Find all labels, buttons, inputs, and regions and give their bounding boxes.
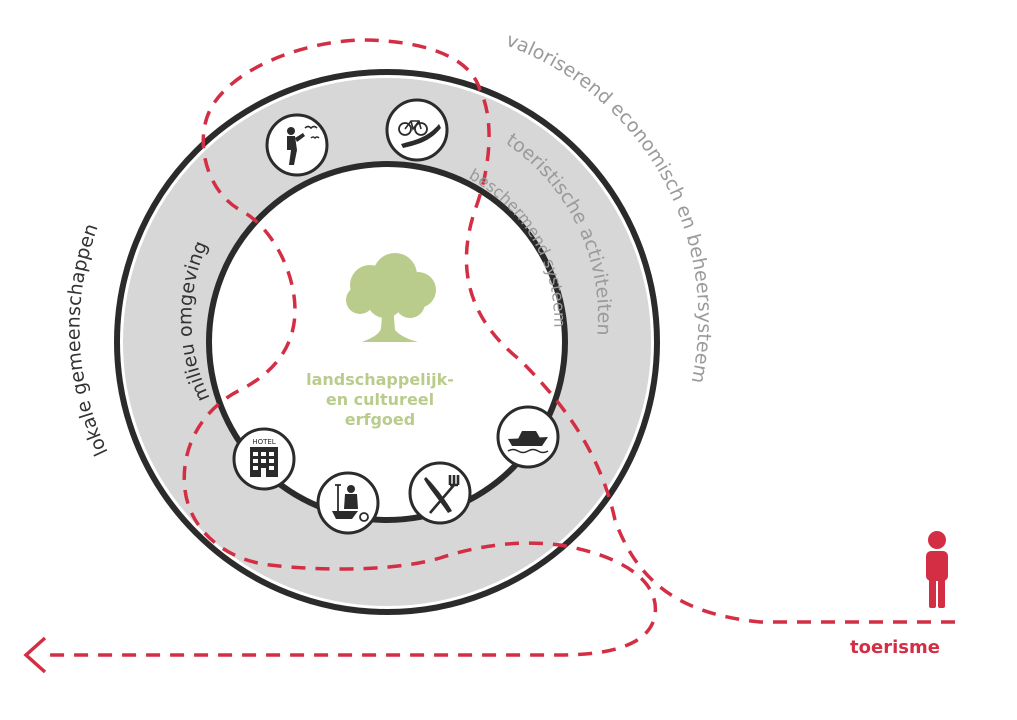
cycling-icon bbox=[385, 98, 449, 162]
tree-icon bbox=[346, 253, 436, 342]
farmer-icon bbox=[316, 471, 380, 535]
heritage-label-line2: en cultureel bbox=[326, 390, 434, 409]
boat-icon bbox=[496, 405, 560, 469]
heritage-label-line3: erfgoed bbox=[345, 410, 415, 429]
hotel-icon: HOTEL bbox=[232, 427, 296, 491]
birdwatching-icon bbox=[265, 113, 329, 177]
tourism-route bbox=[45, 38, 955, 657]
outer-ring-label: lokale gemeenschappen bbox=[62, 221, 112, 459]
route-arrowhead bbox=[23, 636, 47, 674]
heritage-label-line1: landschappelijk- bbox=[306, 370, 454, 389]
tourist-icon bbox=[926, 531, 948, 608]
outer-ring bbox=[114, 69, 660, 615]
hotel-sign-label: HOTEL bbox=[252, 438, 275, 446]
restaurant-icon bbox=[408, 461, 472, 525]
activity-band bbox=[123, 78, 651, 606]
tourism-label: toerisme bbox=[850, 637, 940, 658]
